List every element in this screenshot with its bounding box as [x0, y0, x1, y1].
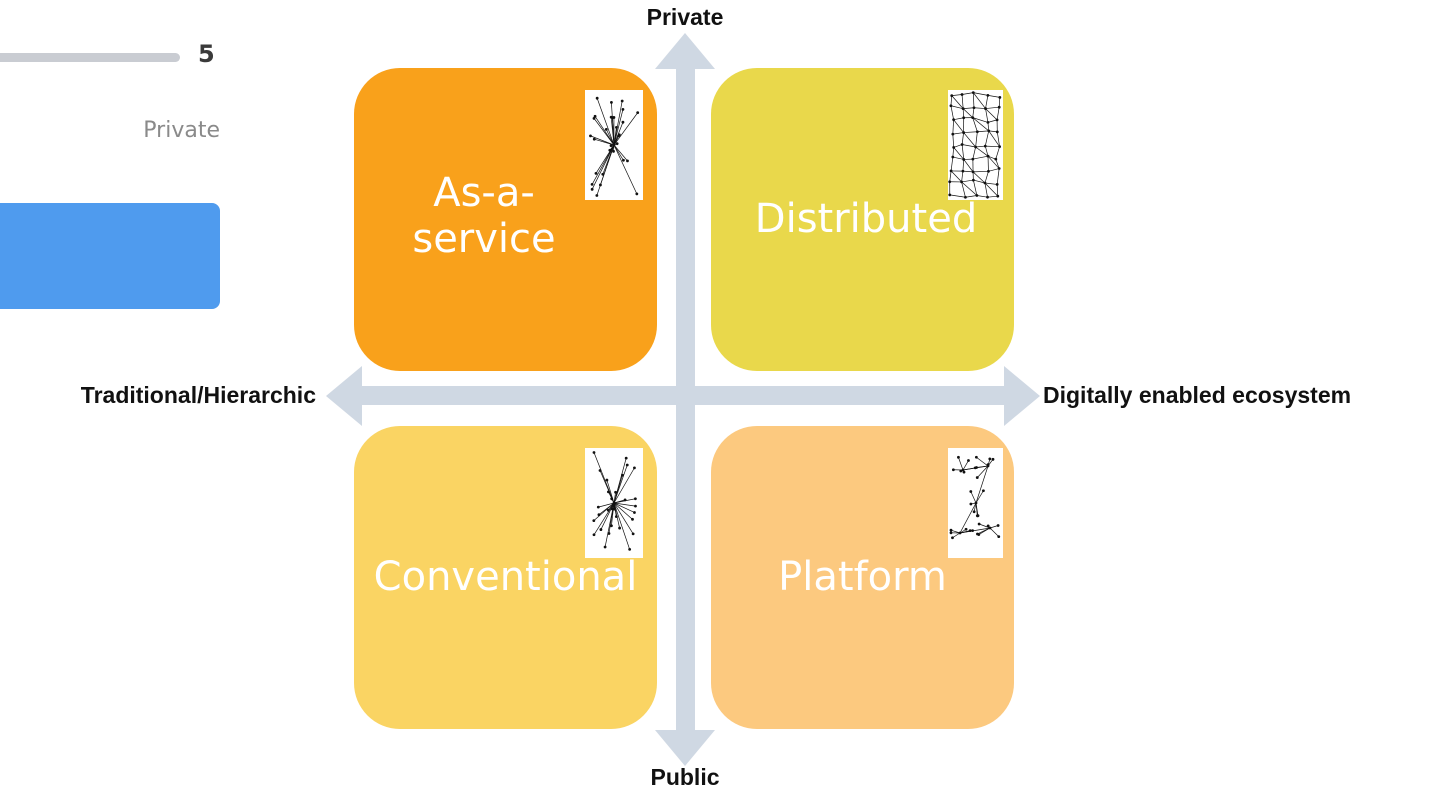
- hub-spoke-network-icon: [585, 448, 643, 558]
- selection-bar[interactable]: [0, 203, 220, 309]
- arrow-left-icon: [326, 366, 362, 426]
- arrow-up-icon: [655, 33, 715, 69]
- scale-slider-track[interactable]: [0, 53, 180, 62]
- axis-label-left: Traditional/Hierarchic: [80, 382, 316, 408]
- axis-label-bottom: Public: [650, 764, 720, 790]
- quadrant-conventional: Conventional: [354, 426, 657, 729]
- quadrant-as-a-service: As-a- service: [354, 68, 657, 371]
- scale-value: 5: [198, 40, 215, 68]
- quadrant-label: Conventional: [373, 554, 638, 600]
- axis-label-top: Private: [646, 4, 724, 30]
- arrow-down-icon: [655, 730, 715, 766]
- quadrant-platform: Platform: [711, 426, 1014, 729]
- quadrant-label: As-a- service: [412, 170, 556, 262]
- quadrant-label: Distributed: [754, 196, 978, 242]
- hub-spoke-network-icon: [585, 90, 643, 200]
- scale-label: Private: [143, 118, 220, 143]
- horizontal-axis: [356, 386, 1010, 405]
- axis-label-right: Digitally enabled ecosystem: [1043, 382, 1352, 408]
- quadrant-label: Platform: [778, 554, 947, 600]
- arrow-right-icon: [1004, 366, 1040, 426]
- quadrant-distributed: Distributed: [711, 68, 1014, 371]
- mesh-network-icon: [948, 90, 1003, 200]
- multi-hub-network-icon: [948, 448, 1003, 558]
